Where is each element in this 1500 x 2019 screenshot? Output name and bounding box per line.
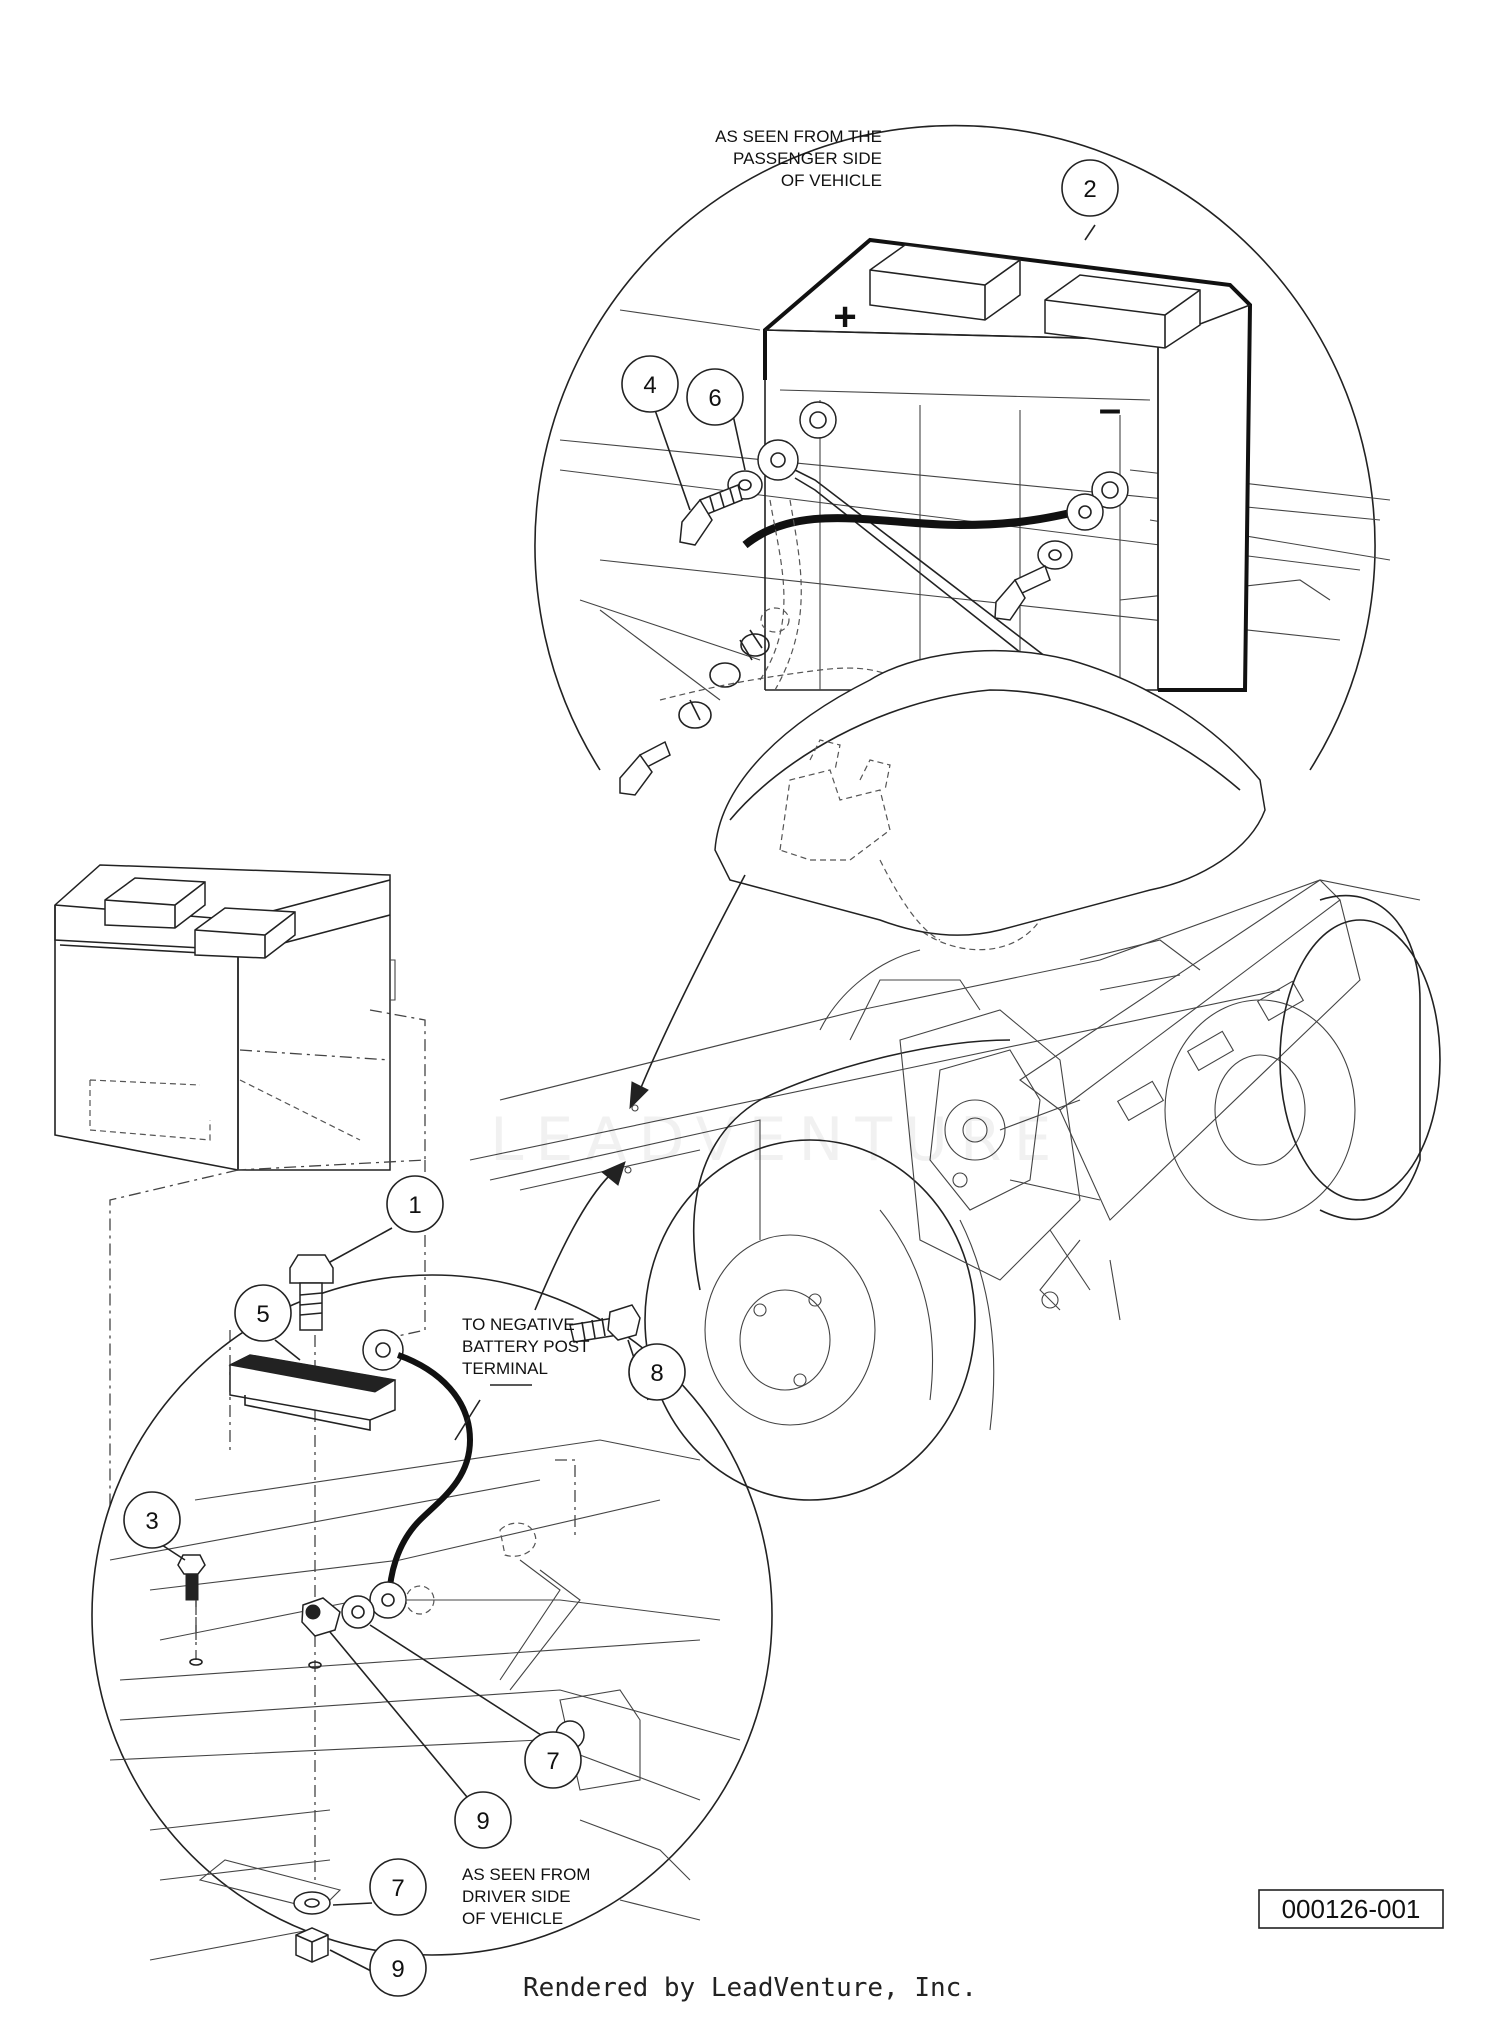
svg-text:AS SEEN FROM: AS SEEN FROM xyxy=(462,1865,590,1884)
svg-text:BATTERY POST: BATTERY POST xyxy=(462,1337,590,1356)
top-detail-circle xyxy=(534,124,1376,771)
washer-bottom xyxy=(293,1891,331,1915)
callout-bolt-small: 3 xyxy=(123,1491,181,1549)
callout-nut-lower: 9 xyxy=(454,1791,512,1849)
bottom-view-caption: AS SEEN FROM DRIVER SIDE OF VEHICLE xyxy=(462,1865,590,1928)
top-detail-hardware xyxy=(619,439,1104,951)
ring-terminal-negative xyxy=(1066,493,1104,531)
svg-text:8: 8 xyxy=(650,1360,663,1387)
svg-text:TERMINAL: TERMINAL xyxy=(462,1359,548,1378)
svg-text:PASSENGER SIDE: PASSENGER SIDE xyxy=(733,149,882,168)
battery-main: + – xyxy=(763,237,1253,692)
svg-text:DRIVER SIDE: DRIVER SIDE xyxy=(462,1887,571,1906)
ring-terminal-positive xyxy=(757,439,799,481)
callout-nut-bottom: 9 xyxy=(369,1939,427,1997)
battery-exploded xyxy=(54,864,426,1171)
svg-text:7: 7 xyxy=(546,1748,559,1775)
watermark: LEADVENTURE xyxy=(490,1105,1064,1175)
cart-chassis xyxy=(469,879,1441,1501)
solenoid-cover xyxy=(714,649,1266,941)
svg-text:3: 3 xyxy=(145,1508,158,1535)
svg-text:OF VEHICLE: OF VEHICLE xyxy=(781,171,882,190)
ring-terminal-ground xyxy=(362,1329,404,1371)
frame-rails-top xyxy=(559,309,1391,641)
positive-terminal xyxy=(799,401,837,439)
indicator-arrows xyxy=(534,874,746,1311)
leader-lines xyxy=(161,224,1096,1974)
svg-text:TO NEGATIVE: TO NEGATIVE xyxy=(462,1315,575,1334)
rendered-by-footer: Rendered by LeadVenture, Inc. xyxy=(523,1973,977,2003)
svg-text:1: 1 xyxy=(408,1192,421,1219)
bottom-detail-hardware xyxy=(177,1254,641,1963)
svg-text:2: 2 xyxy=(1083,176,1096,203)
callout-battery: 2 xyxy=(1061,159,1119,217)
drawing-number: 000126-001 xyxy=(1282,1894,1421,1924)
negative-sign: – xyxy=(1099,387,1121,431)
callout-ground-bolt: 8 xyxy=(628,1343,686,1401)
battery-cap-right xyxy=(1044,274,1201,349)
battery-cap-left xyxy=(869,244,1021,321)
svg-text:5: 5 xyxy=(256,1301,269,1328)
bottom-detail-view xyxy=(91,1274,773,1961)
callout-washer-top: 6 xyxy=(686,368,744,426)
hold-down-bolt xyxy=(289,1254,334,1284)
drawing-number-box: 000126-001 xyxy=(1258,1889,1444,1929)
svg-text:9: 9 xyxy=(476,1808,489,1835)
negative-terminal xyxy=(1091,471,1129,509)
callout-washer-bottom: 7 xyxy=(369,1858,427,1916)
callout-hold-down-bracket: 5 xyxy=(234,1284,292,1342)
callout-hold-down-bolt: 1 xyxy=(386,1175,444,1233)
svg-text:6: 6 xyxy=(708,385,721,412)
svg-text:9: 9 xyxy=(391,1956,404,1983)
svg-text:4: 4 xyxy=(643,372,656,399)
svg-text:AS SEEN FROM THE: AS SEEN FROM THE xyxy=(715,127,882,146)
svg-text:7: 7 xyxy=(391,1875,404,1902)
svg-text:OF VEHICLE: OF VEHICLE xyxy=(462,1909,563,1928)
top-detail-view xyxy=(534,124,1391,771)
positive-sign: + xyxy=(833,295,856,339)
callout-bolt-top: 4 xyxy=(621,355,679,413)
cable-note: TO NEGATIVE BATTERY POST TERMINAL xyxy=(462,1315,590,1378)
bottom-detail-circle xyxy=(91,1274,773,1956)
callout-washer-lower: 7 xyxy=(524,1731,582,1789)
top-view-caption: AS SEEN FROM THE PASSENGER SIDE OF VEHIC… xyxy=(715,127,882,190)
